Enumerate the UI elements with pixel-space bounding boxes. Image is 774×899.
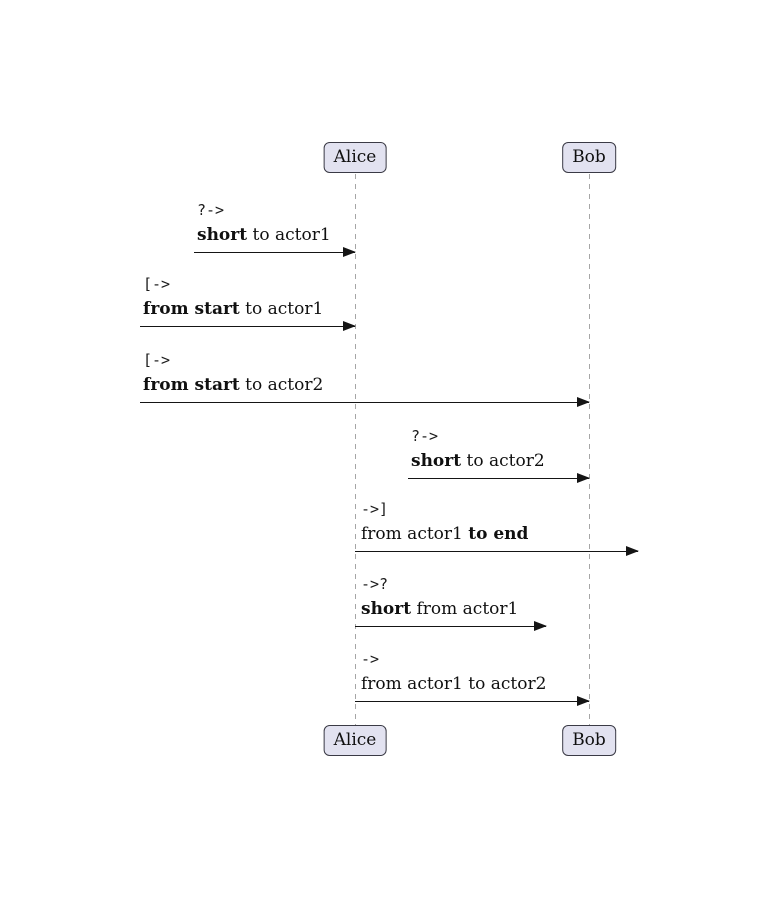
message-label: from actor1 to actor2 (361, 674, 547, 694)
message-label: short to actor2 (411, 451, 545, 471)
message-arrow-line (140, 320, 356, 331)
actor-box-bob-top: Bob (562, 142, 616, 173)
message-arrow-line (355, 620, 547, 631)
message-operator: ->] (361, 500, 389, 518)
message-label: short from actor1 (361, 599, 519, 619)
message-arrow-line (194, 246, 356, 257)
actor-box-bob-bottom: Bob (562, 725, 616, 756)
message-arrow-line (355, 695, 590, 706)
message-operator: ?-> (197, 201, 225, 219)
message-label: short to actor1 (197, 225, 331, 245)
message: [-> from start to actor2 (140, 348, 590, 407)
message-operator: -> (361, 650, 380, 668)
message: ?-> short to actor1 (194, 198, 356, 257)
message-label: from start to actor1 (143, 299, 324, 319)
actor-box-alice-bottom: Alice (323, 725, 387, 756)
message-operator: ->? (361, 575, 389, 593)
message: ->] from actor1 to end (355, 497, 639, 556)
message-operator: [-> (143, 351, 171, 369)
message: -> from actor1 to actor2 (355, 647, 590, 706)
actor-label-bob: Bob (572, 147, 606, 167)
message-label: from actor1 to end (361, 524, 529, 544)
actor-label-bob: Bob (572, 730, 606, 750)
lifeline-alice (355, 174, 356, 725)
message: [-> from start to actor1 (140, 272, 356, 331)
actor-box-alice-top: Alice (323, 142, 387, 173)
message: ?-> short to actor2 (408, 424, 590, 483)
message-operator: ?-> (411, 427, 439, 445)
lifeline-bob (589, 174, 590, 725)
message-arrow-line (408, 472, 590, 483)
actor-label-alice: Alice (333, 147, 377, 167)
message: ->? short from actor1 (355, 572, 547, 631)
message-arrow-line (355, 545, 639, 556)
message-label: from start to actor2 (143, 375, 324, 395)
message-arrow-line (140, 396, 590, 407)
message-operator: [-> (143, 275, 171, 293)
actor-label-alice: Alice (333, 730, 377, 750)
